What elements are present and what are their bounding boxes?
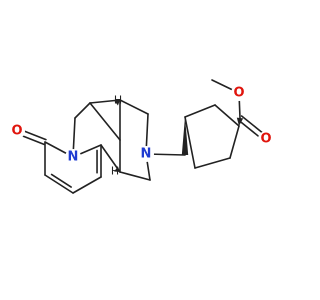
bond-c9-c10-inner	[50, 173, 72, 188]
wedge-c5-h	[114, 100, 120, 106]
atom-bg-n-amine	[138, 146, 154, 162]
wedge-c3-h	[114, 166, 120, 172]
atom-bg-o-carbonyl	[258, 131, 274, 147]
molecule-structure: N N O O O H H	[9, 79, 274, 194]
bond-c3-c1	[100, 144, 121, 173]
atom-n-pyridone: N	[68, 150, 79, 165]
wedge-ca-cm	[181, 117, 189, 155]
bond-c10-c11	[72, 176, 102, 194]
atom-o-lactam: O	[11, 124, 22, 139]
atom-o-carbonyl: O	[260, 132, 271, 147]
bond-cc-cd	[214, 104, 240, 127]
bond-cbr-c3	[119, 171, 151, 181]
atom-h-bottom: H	[111, 165, 119, 178]
atom-labels: N N O O O H H	[9, 85, 274, 178]
atom-h-top: H	[114, 94, 122, 107]
atom-o-ester: O	[233, 86, 244, 101]
bond-cf-ca	[184, 116, 196, 169]
bond-ca-cc	[184, 104, 216, 118]
bond-c5-c4	[119, 99, 149, 115]
wedge-cd-cg	[236, 117, 244, 126]
bond-c9-c10	[44, 174, 74, 194]
bond-ce-cf	[194, 157, 231, 169]
bonds	[15, 79, 269, 194]
atom-bg-n-pyridone	[65, 149, 81, 165]
stereo-wedges	[114, 100, 244, 172]
atom-bg-o-ester	[231, 85, 247, 101]
bond-c6-cb	[74, 102, 91, 119]
bond-cb-c2	[89, 102, 121, 141]
atom-n-amine: N	[141, 147, 152, 162]
atom-bg-o-lactam	[9, 123, 25, 139]
bond-cd-ce	[229, 125, 240, 159]
